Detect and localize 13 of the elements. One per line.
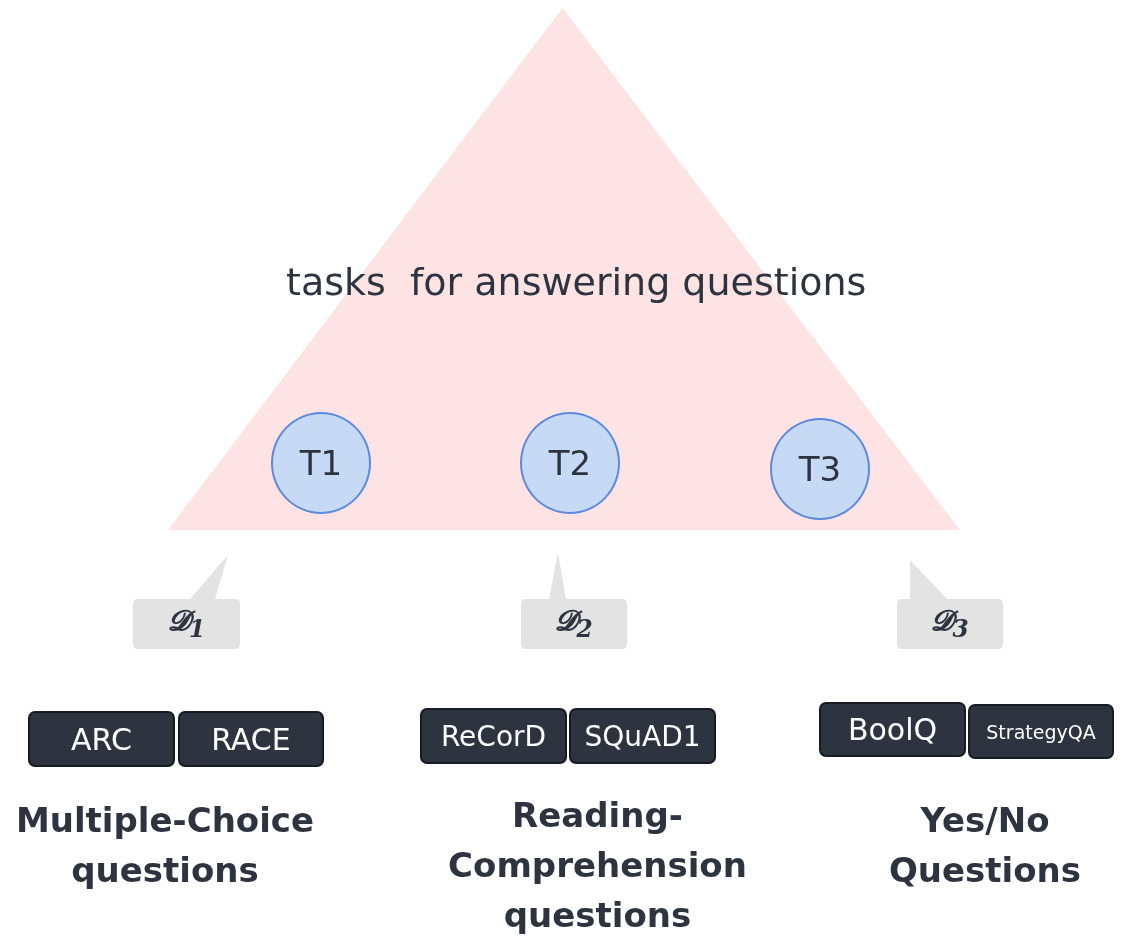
group-title: tasks for answering questions	[286, 260, 867, 304]
dataset-tag: ARC	[28, 711, 175, 767]
dataset-tag: RACE	[178, 711, 324, 767]
dataset-tag: BoolQ	[819, 702, 966, 757]
category-label: Multiple-Choice questions	[14, 799, 316, 892]
dataset-label: 𝓓$_{1}$	[166, 604, 207, 643]
dataset-tag: SQuAD1	[569, 708, 716, 764]
dataset-tag: ReCorD	[420, 708, 567, 764]
category-label: Reading-Comprehension questions	[447, 794, 748, 936]
dataset-tag: StrategyQA	[968, 704, 1114, 759]
dataset-label: 𝓓$_{3}$	[930, 604, 970, 643]
dataset-label: 𝓓$_{2}$	[554, 604, 594, 643]
category-label: Yes/No Questions	[887, 799, 1083, 892]
